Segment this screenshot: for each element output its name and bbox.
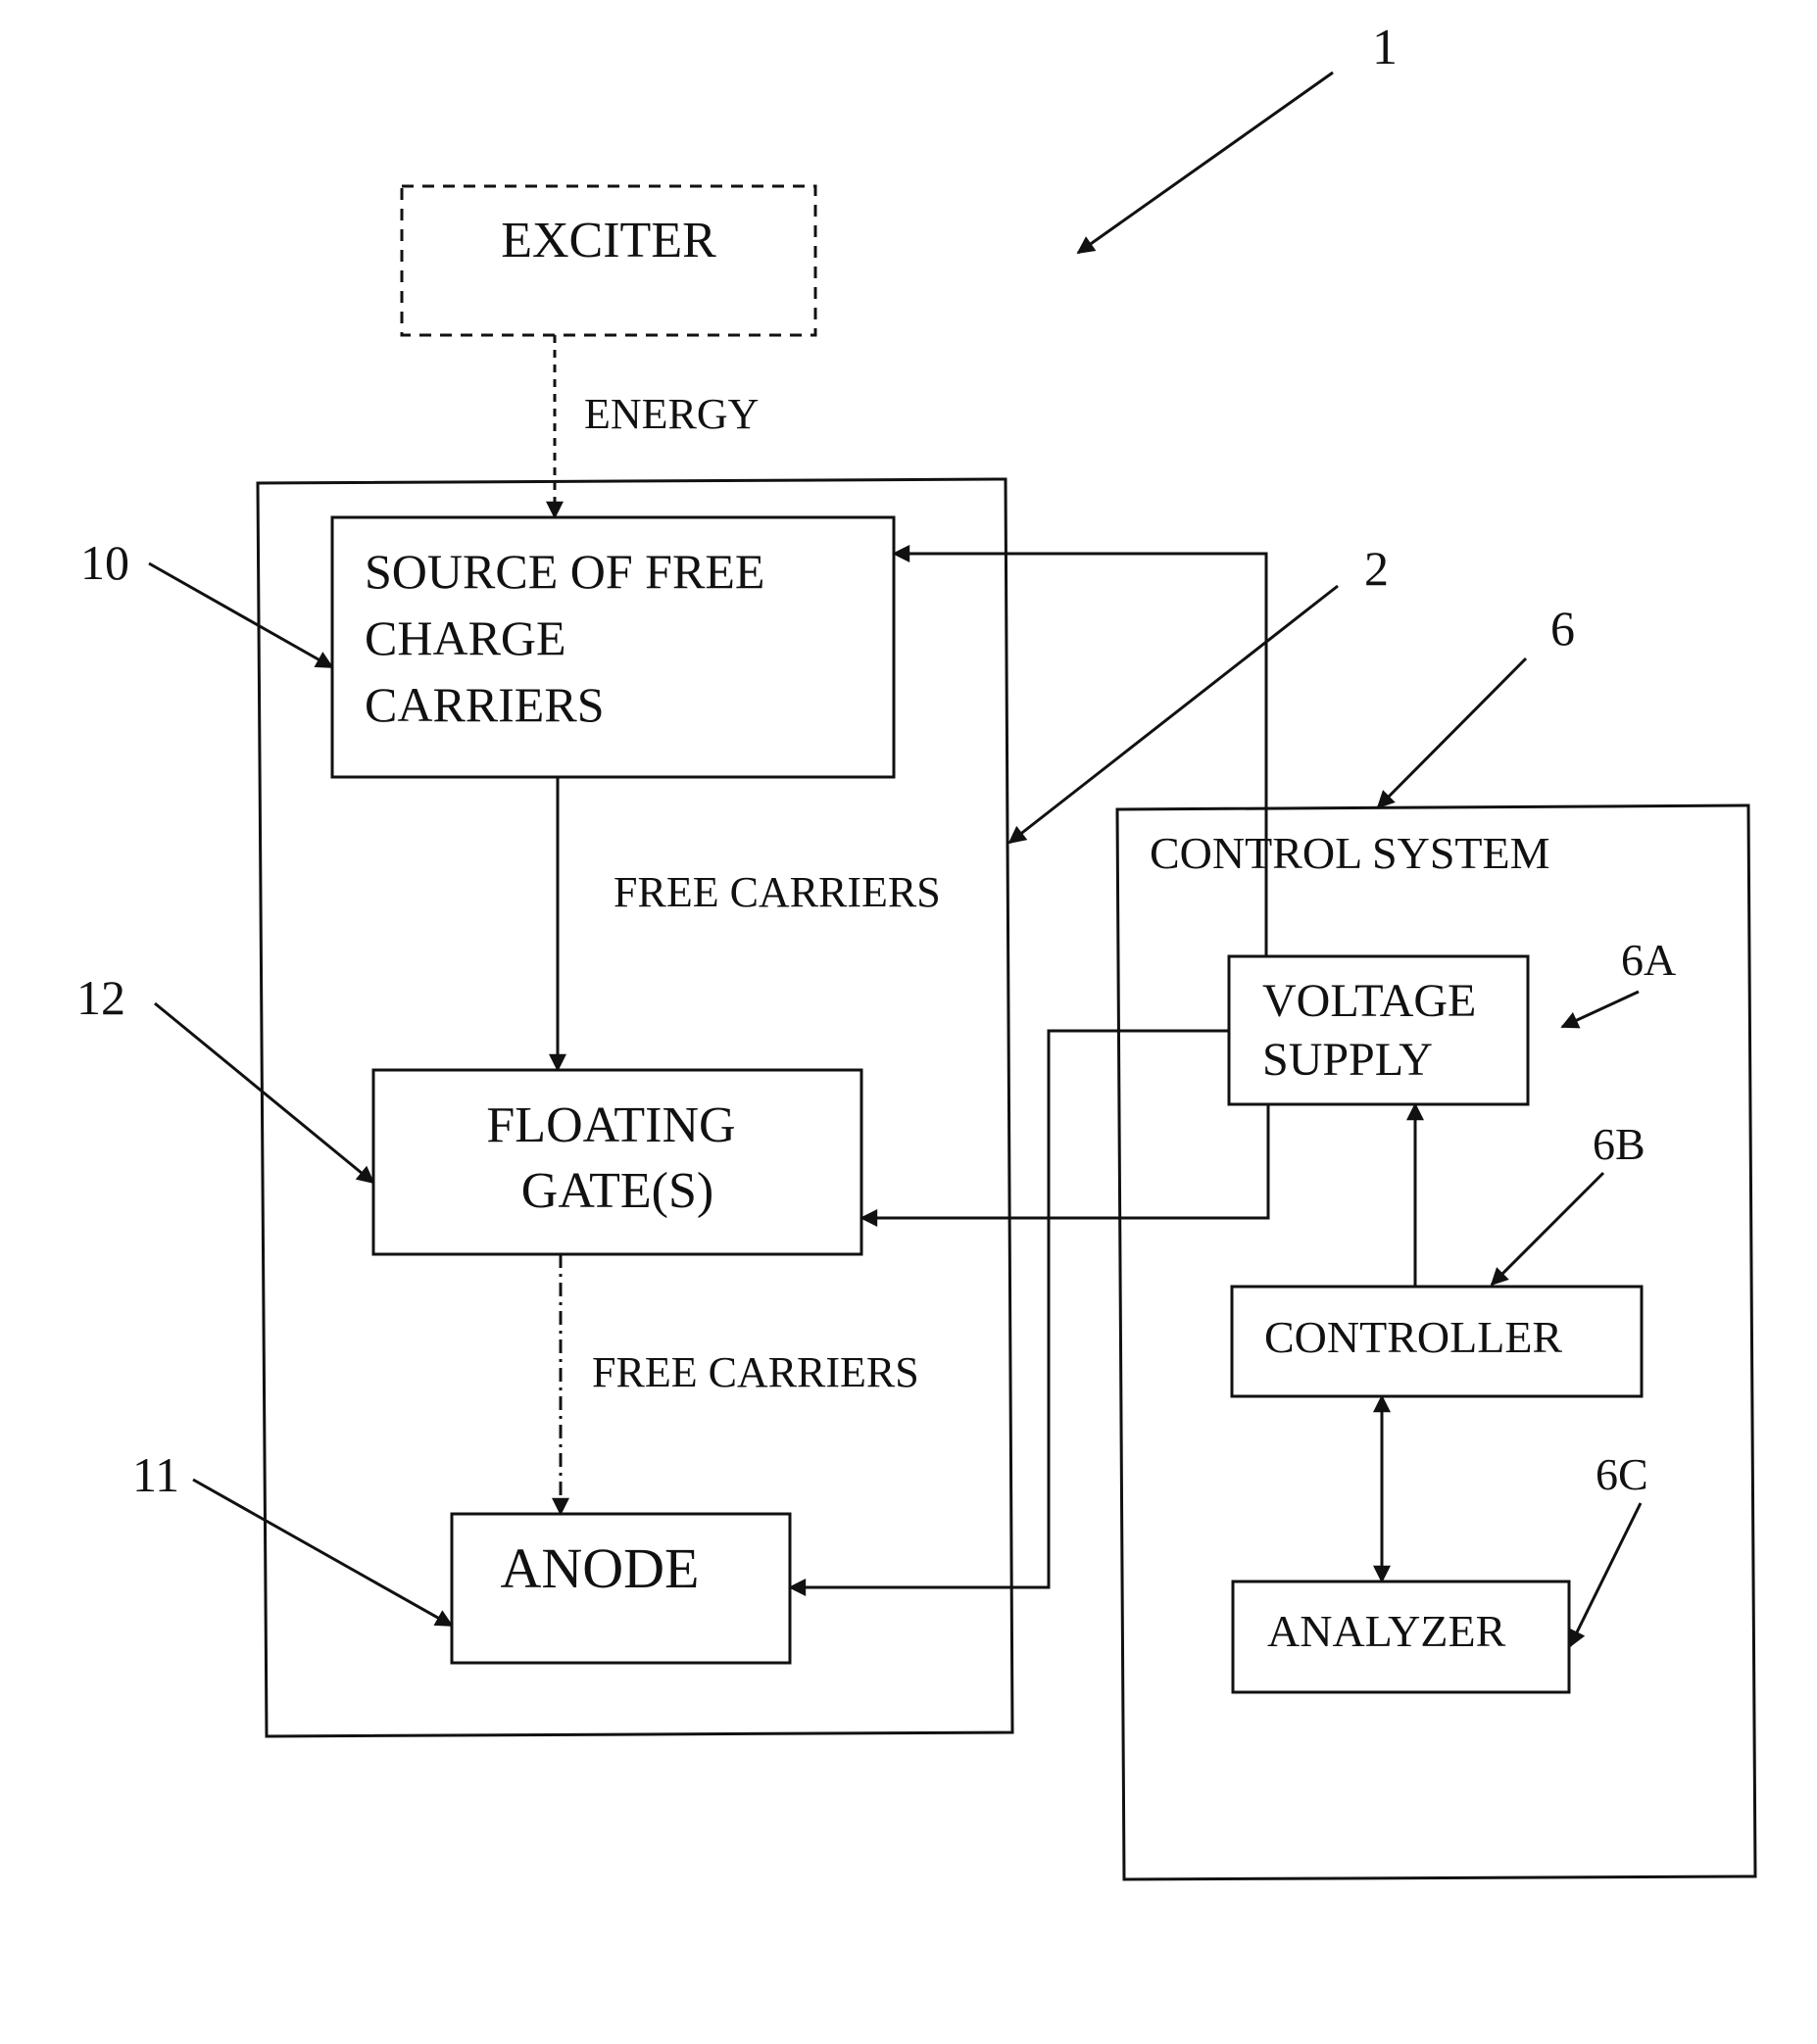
floating-gate-line2: GATE(S) bbox=[521, 1163, 713, 1219]
ref-2-label: 2 bbox=[1364, 541, 1389, 596]
ref-6b-label: 6B bbox=[1593, 1119, 1645, 1169]
ref-6b-arrow bbox=[1492, 1173, 1603, 1285]
source-label-line1: SOURCE OF FREE bbox=[365, 544, 764, 599]
free-carriers-label-lower: FREE CARRIERS bbox=[592, 1348, 919, 1396]
ref-2-arrow bbox=[1009, 586, 1338, 843]
ref-6c-label: 6C bbox=[1596, 1449, 1648, 1499]
ref-11-arrow bbox=[193, 1480, 452, 1626]
voltage-to-source-wire bbox=[894, 554, 1266, 956]
source-label: SOURCE OF FREE CHARGE CARRIERS bbox=[365, 544, 777, 732]
figure-ref-arrow bbox=[1078, 73, 1333, 253]
source-label-line2: CHARGE bbox=[365, 610, 566, 665]
floating-gate-label: FLOATING GATE(S) bbox=[486, 1097, 748, 1219]
energy-label: ENERGY bbox=[584, 390, 759, 438]
ref-12-label: 12 bbox=[76, 970, 125, 1025]
floating-gate-line1: FLOATING bbox=[486, 1097, 735, 1153]
controller-label: CONTROLLER bbox=[1264, 1312, 1562, 1362]
exciter-label: EXCITER bbox=[501, 213, 716, 268]
ref-6a-arrow bbox=[1562, 992, 1639, 1027]
anode-label: ANODE bbox=[501, 1536, 700, 1600]
voltage-supply-line1: VOLTAGE bbox=[1262, 975, 1476, 1027]
ref-10-arrow bbox=[149, 563, 332, 667]
ref-6-label: 6 bbox=[1550, 601, 1575, 656]
source-label-line3: CARRIERS bbox=[365, 677, 605, 732]
ref-10-label: 10 bbox=[80, 535, 129, 590]
ref-12-arrow bbox=[155, 1003, 373, 1183]
ref-11-label: 11 bbox=[132, 1447, 179, 1502]
free-carriers-label-upper: FREE CARRIERS bbox=[614, 868, 941, 916]
ref-6c-arrow bbox=[1570, 1503, 1641, 1646]
control-system-label: CONTROL SYSTEM bbox=[1150, 828, 1550, 878]
voltage-to-floating-gate-wire bbox=[861, 1104, 1268, 1218]
ref-6a-label: 6A bbox=[1621, 935, 1676, 985]
analyzer-label: ANALYZER bbox=[1267, 1606, 1506, 1656]
ref-6-arrow bbox=[1378, 658, 1526, 807]
voltage-supply-label: VOLTAGE SUPPLY bbox=[1262, 975, 1488, 1086]
voltage-supply-line2: SUPPLY bbox=[1262, 1034, 1433, 1086]
figure-ref-label: 1 bbox=[1372, 20, 1398, 75]
